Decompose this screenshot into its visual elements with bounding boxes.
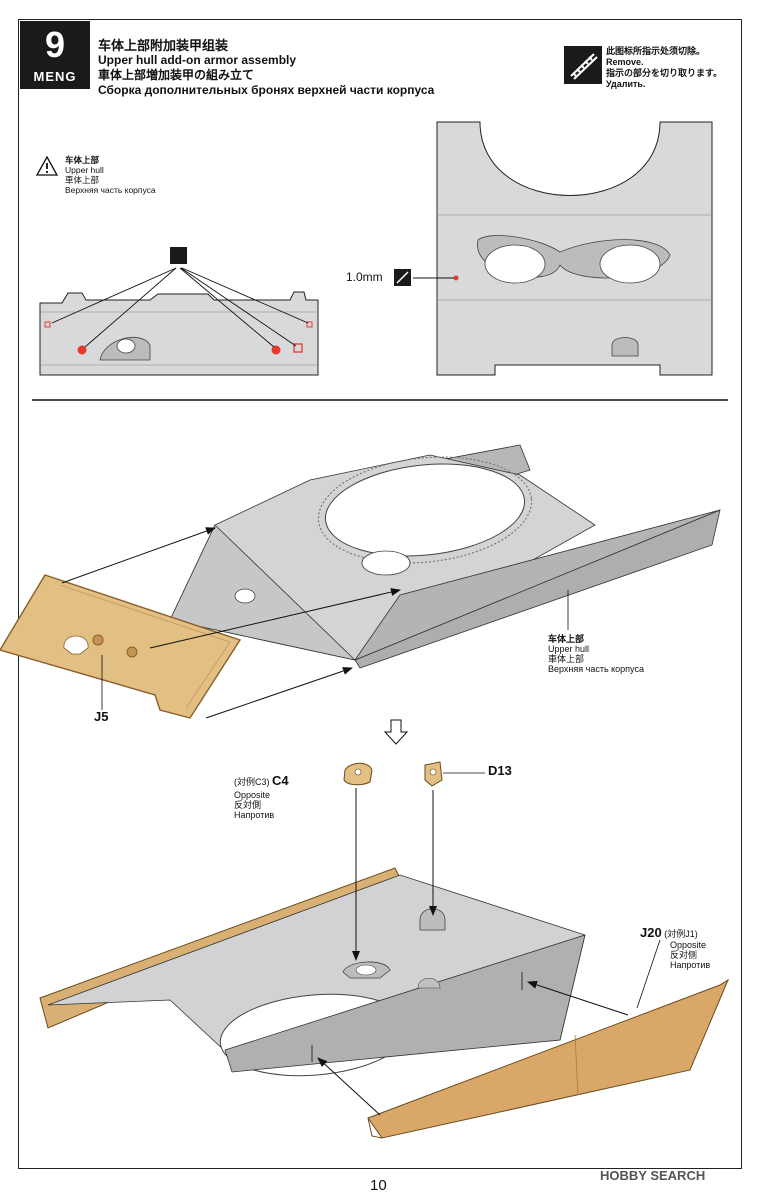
upper-hull-ja: 車体上部 (548, 654, 585, 664)
part-label-d13: D13 (488, 763, 512, 778)
warning-icon (35, 155, 59, 176)
part-d13 (424, 761, 485, 916)
page-frame (18, 19, 742, 1169)
upper-hull-callout: 车体上部 Upper hull 車体上部 Верхняя часть корпу… (548, 634, 644, 674)
warning-zh: 车体上部 (65, 155, 100, 165)
title-zh: 车体上部附加装甲组装 (98, 38, 229, 53)
part-label-j5: J5 (94, 709, 109, 724)
c4-id: C4 (272, 773, 289, 788)
part-label-j20: J20 (対例J1) (640, 925, 698, 940)
c4-opposite-en: Opposite (234, 790, 271, 800)
watermark-logo: HOBBY SEARCH (600, 1168, 706, 1183)
upper-hull-ru: Верхняя часть корпуса (548, 664, 644, 674)
hull-top-view (394, 121, 713, 376)
warning-ja: 車体上部 (65, 175, 100, 185)
c4-opposite-tag: (対例C3) (234, 777, 270, 787)
removal-ru: Удалить. (606, 79, 646, 89)
j20-opposite-note: Opposite 反对侧 Напротив (670, 940, 710, 970)
j20-opposite-en: Opposite (670, 940, 707, 950)
warning-en: Upper hull (65, 165, 104, 175)
j20-opposite-ja: 反对侧 (670, 950, 698, 960)
hull-side-armor-assembly (39, 867, 586, 1077)
c4-opposite-ru: Напротив (234, 810, 275, 820)
hull-side-view (39, 247, 319, 376)
upper-hull-assembly (169, 444, 721, 669)
page-number: 10 (370, 1177, 387, 1194)
c4-opposite-ja: 反対側 (234, 800, 262, 810)
step-badge: 9 MENG (20, 21, 90, 89)
cut-icon (170, 247, 187, 264)
next-step-arrow-icon (383, 719, 409, 745)
part-label-c4: (対例C3) C4 (234, 773, 289, 788)
part-j20-plate (367, 939, 730, 1139)
j20-opposite-tag: (対例J1) (664, 929, 698, 939)
warning-ru: Верхняя часть корпуса (65, 185, 156, 195)
cut-icon (564, 46, 602, 84)
step-number: 9 (44, 24, 66, 65)
title-en: Upper hull add-on armor assembly (98, 53, 297, 67)
upper-hull-en: Upper hull (548, 644, 590, 654)
drill-size-label: 1.0mm (346, 270, 383, 284)
title-ja: 車体上部増加装甲の組み立て (98, 68, 255, 82)
removal-ja: 指示の部分を切り取ります。 (606, 68, 723, 78)
removal-en: Remove. (606, 57, 644, 67)
removal-zh: 此图标所指示处须切除。 (606, 46, 706, 56)
title-ru: Сборка дополнительных бронях верхней час… (98, 83, 435, 97)
upper-hull-zh: 车体上部 (548, 634, 585, 644)
c4-opposite-note: Opposite 反対側 Напротив (234, 790, 274, 820)
j20-opposite-ru: Напротив (670, 960, 711, 970)
step-title: 车体上部附加装甲组装 Upper hull add-on armor assem… (98, 38, 434, 98)
part-c4 (343, 762, 373, 961)
part-j5-plate (0, 574, 242, 719)
brand-logo: MENG (33, 69, 77, 84)
j20-id: J20 (640, 925, 662, 940)
